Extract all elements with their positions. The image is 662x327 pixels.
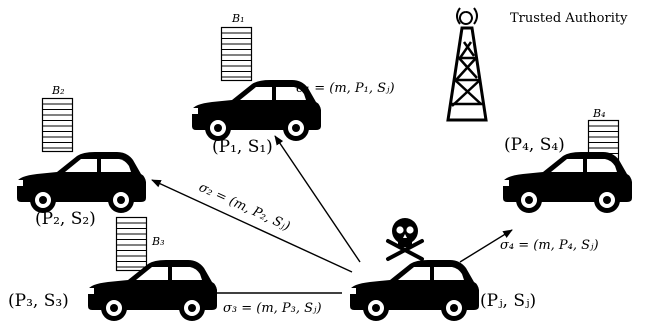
signature-4: σ₄ = (m, P₄, Sⱼ) bbox=[500, 238, 599, 253]
arrow-to-vehicle-4 bbox=[459, 229, 513, 263]
block-stack-icon bbox=[115, 216, 148, 272]
block-label-3: B₃ bbox=[151, 235, 165, 248]
block-stack-icon bbox=[41, 97, 74, 153]
vehicle-1: B₁ (P₁, S₁) σ₁ = (m, P₁, Sⱼ) bbox=[192, 12, 395, 157]
car-icon bbox=[88, 260, 217, 321]
authority-label: Trusted Authority bbox=[510, 11, 628, 26]
block-stack-icon bbox=[220, 26, 253, 82]
signature-3: σ₃ = (m, P₃, Sⱼ) bbox=[223, 301, 322, 316]
arrow-to-vehicle-2 bbox=[151, 179, 353, 273]
tower-icon bbox=[446, 7, 488, 122]
node-label-3: (P₃, S₃) bbox=[8, 291, 69, 311]
attacker-vehicle: (Pⱼ, Sⱼ) bbox=[350, 218, 536, 321]
vehicle-2: B₂ (P₂, S₂) bbox=[17, 84, 146, 229]
block-label-2: B₂ bbox=[51, 84, 65, 97]
signature-1: σ₁ = (m, P₁, Sⱼ) bbox=[296, 81, 395, 96]
vehicle-4: B₄ (P₄, S₄) bbox=[503, 107, 632, 213]
block-label-4: B₄ bbox=[592, 107, 606, 120]
arrow-to-vehicle-1 bbox=[274, 135, 361, 263]
skull-crossbones-icon bbox=[386, 218, 424, 261]
vehicle-3: B₃ (P₃, S₃) bbox=[8, 216, 217, 321]
block-label-1: B₁ bbox=[231, 12, 245, 25]
node-label-4: (P₄, S₄) bbox=[504, 135, 565, 155]
attacker-node-label: (Pⱼ, Sⱼ) bbox=[480, 291, 536, 311]
car-icon bbox=[17, 152, 146, 213]
node-label-2: (P₂, S₂) bbox=[35, 209, 96, 229]
node-label-1: (P₁, S₁) bbox=[212, 137, 273, 157]
car-icon bbox=[350, 260, 479, 321]
car-icon bbox=[503, 152, 632, 213]
